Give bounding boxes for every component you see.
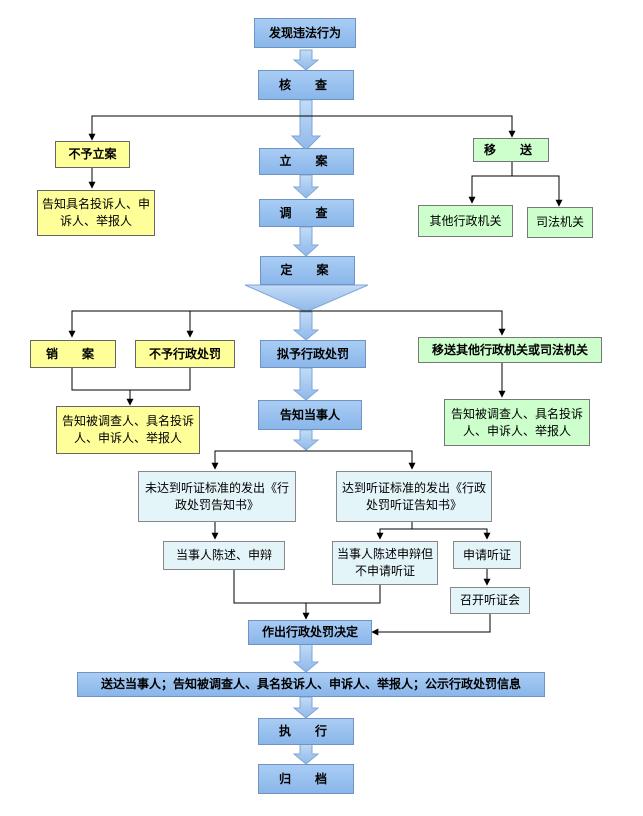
node-no-penalty: 不予行政处罚 bbox=[135, 340, 235, 368]
node-other-admin: 其他行政机关 bbox=[418, 205, 513, 237]
node-deliver: 送达当事人；告知被调查人、具名投诉人、申诉人、举报人；公示行政处罚信息 bbox=[77, 672, 545, 697]
node-make-decision: 作出行政处罚决定 bbox=[248, 620, 372, 645]
node-archive: 归 档 bbox=[258, 764, 354, 794]
node-notify-party: 告知当事人 bbox=[258, 400, 362, 430]
node-transfer-other: 移送其他行政机关或司法机关 bbox=[418, 337, 602, 363]
node-execute: 执 行 bbox=[258, 718, 354, 745]
node-party-statement: 当事人陈述、申辩 bbox=[163, 541, 285, 570]
node-judicial: 司法机关 bbox=[527, 207, 593, 238]
node-hold-hearing: 召开听证会 bbox=[450, 587, 530, 614]
node-decide-case: 定 案 bbox=[260, 256, 355, 285]
node-propose-penalty: 拟予行政处罚 bbox=[260, 340, 366, 368]
node-above-hearing: 达到听证标准的发出《行政处罚听证告知书》 bbox=[336, 471, 492, 522]
node-no-case: 不予立案 bbox=[55, 141, 130, 168]
node-statement-no-hearing: 当事人陈述申辩但不申请听证 bbox=[332, 541, 438, 585]
thin-connectors bbox=[68, 115, 563, 636]
node-discover: 发现违法行为 bbox=[254, 18, 356, 48]
node-investigate: 调 查 bbox=[259, 199, 354, 227]
node-notify-all-1: 告知被调查人、具名投诉人、申诉人、举报人 bbox=[56, 406, 200, 454]
node-cancel-case: 销 案 bbox=[30, 340, 116, 368]
node-notify-all-2: 告知被调查人、具名投诉人、申诉人、举报人 bbox=[444, 399, 590, 446]
trunk-arrows bbox=[244, 49, 369, 765]
node-file-case: 立 案 bbox=[259, 148, 354, 175]
node-notify-complainants-1: 告知具名投诉人、申诉人、举报人 bbox=[37, 190, 155, 236]
node-below-hearing: 未达到听证标准的发出《行政处罚告知书》 bbox=[138, 471, 296, 522]
node-apply-hearing: 申请听证 bbox=[453, 541, 521, 569]
node-verify: 核 查 bbox=[258, 70, 354, 100]
node-transfer: 移 送 bbox=[473, 138, 549, 162]
